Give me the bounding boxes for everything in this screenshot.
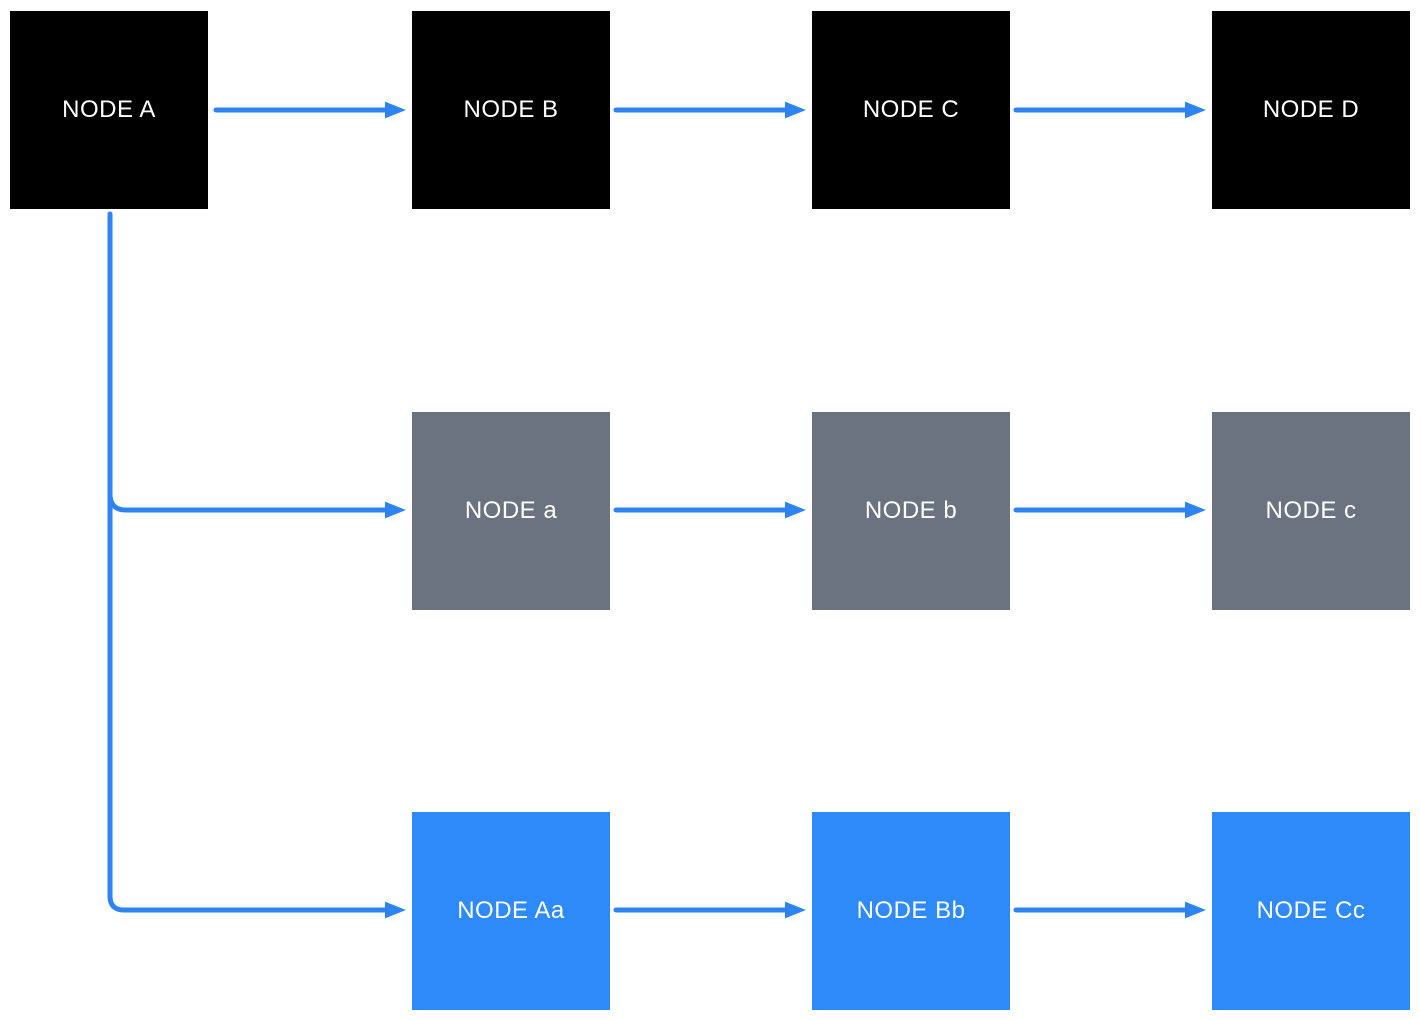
node-B-label: NODE B	[463, 96, 559, 123]
node-D[interactable]: NODE D	[1212, 11, 1410, 209]
node-b-label: NODE b	[864, 497, 958, 524]
node-a-label: NODE a	[464, 497, 558, 524]
node-Bb[interactable]: NODE Bb	[812, 812, 1010, 1010]
node-D-label: NODE D	[1262, 96, 1360, 123]
node-C-label: NODE C	[862, 96, 960, 123]
node-a[interactable]: NODE a	[412, 412, 610, 610]
node-c[interactable]: NODE c	[1212, 412, 1410, 610]
node-Aa[interactable]: NODE Aa	[412, 812, 610, 1010]
edge-A-Aa	[107, 211, 406, 919]
node-c-label: NODE c	[1265, 497, 1357, 524]
edge-A-a	[107, 491, 406, 519]
node-B[interactable]: NODE B	[412, 11, 610, 209]
node-A[interactable]: NODE A	[10, 11, 208, 209]
node-Cc[interactable]: NODE Cc	[1212, 812, 1410, 1010]
node-C[interactable]: NODE C	[812, 11, 1010, 209]
node-Aa-label: NODE Aa	[457, 897, 565, 924]
node-b[interactable]: NODE b	[812, 412, 1010, 610]
node-Bb-label: NODE Bb	[856, 897, 966, 924]
node-A-label: NODE A	[62, 96, 156, 123]
node-Cc-label: NODE Cc	[1256, 897, 1366, 924]
